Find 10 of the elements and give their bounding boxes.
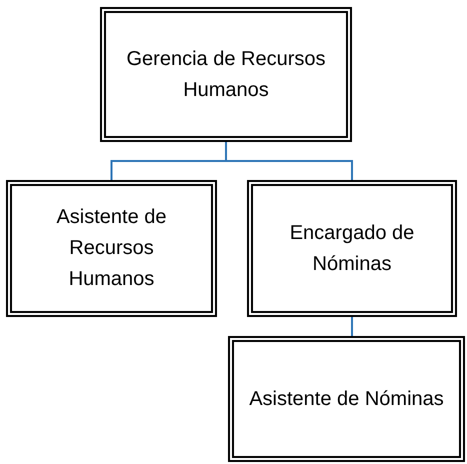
connector-line	[351, 317, 353, 336]
org-box	[228, 336, 465, 462]
connector-line	[225, 142, 353, 180]
org-box	[100, 7, 352, 142]
role-title: Asistente de Nóminas	[249, 386, 444, 412]
org-box	[6, 180, 217, 317]
org-box	[247, 180, 457, 317]
role-title: Asistente de Recursos Humanos	[55, 205, 168, 292]
role-title: Gerencia de Recursos Humanos	[126, 46, 326, 102]
role-title: Encargado de Nóminas	[288, 220, 416, 276]
